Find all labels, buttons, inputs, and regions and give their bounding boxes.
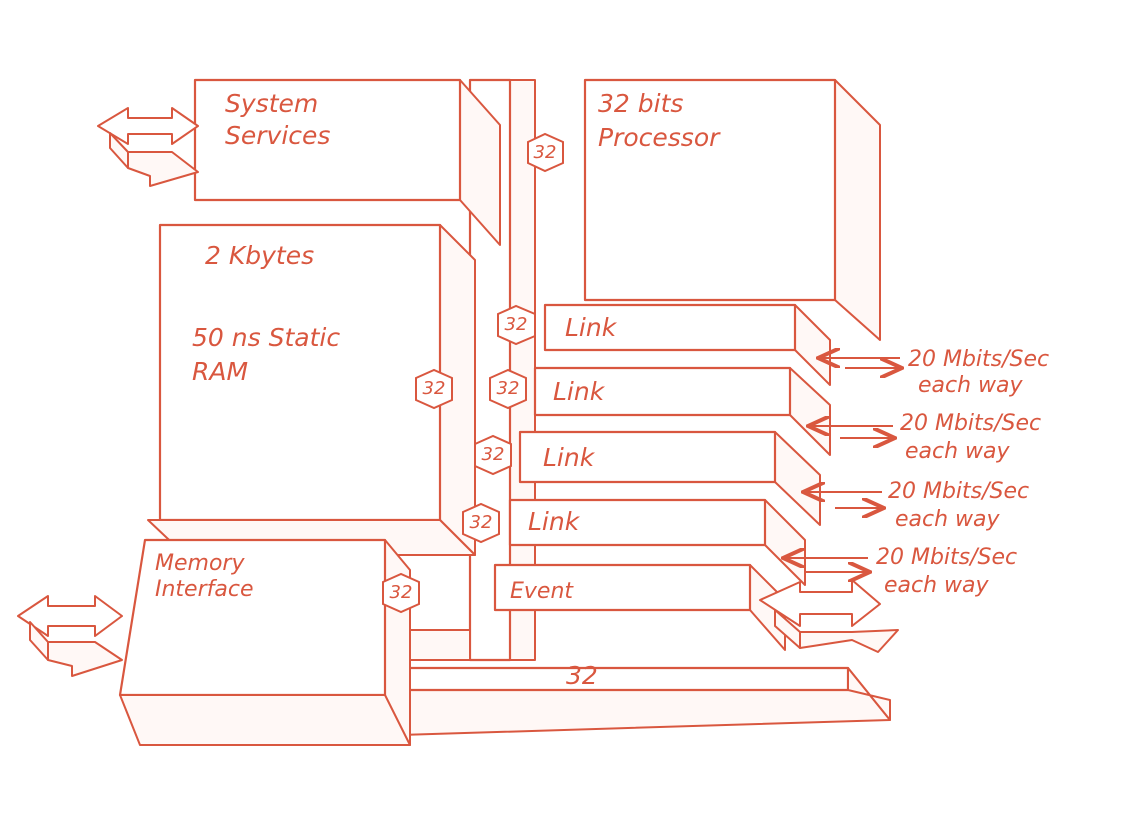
link-block-1: Link [543,303,831,386]
link-label-4: Link [528,507,581,536]
double-arrow-icon [17,595,123,677]
bus-width-marker: 32 [489,368,527,410]
link-direction-label: each way [895,507,1001,532]
link-direction-label: each way [905,439,1011,464]
bus-width-marker: 32 [474,434,512,476]
double-arrow-icon [759,579,899,653]
bus-width-marker: 32 [527,132,564,173]
bus-width-label: 32 [390,582,413,603]
link-rate-label: 20 Mbits/Sec [908,347,1049,372]
bus-width-label: 32 [505,314,528,335]
link-label-2: Link [553,377,606,406]
link-rate-label: 20 Mbits/Sec [900,411,1041,436]
bus-width-label: 32 [470,512,493,533]
system-services-block: System Services [193,78,501,246]
system-services-label-2: Services [225,121,330,150]
bus-width-marker: 32 [415,368,453,410]
processor-label-2: Processor [598,123,721,152]
link-label-3: Link [543,443,596,472]
ram-label-3: RAM [192,357,248,386]
ram-block: 2 Kbytes 50 ns Static RAM [147,223,476,556]
processor-block: 32 bits Processor [583,78,881,341]
link-rate-annotation-2: 20 Mbits/Sec each way [810,411,1041,464]
memory-interface-label-1: Memory [155,551,245,576]
bus-width-label: 32 [534,142,557,163]
ram-label-2: 50 ns Static [192,323,340,352]
bus-width-label: 32 [482,444,505,465]
system-services-label-1: System [225,89,318,118]
link-rate-label: 20 Mbits/Sec [876,545,1017,570]
bus-width-label: 32 [423,378,446,399]
event-block: Event [493,563,786,651]
bus-width-marker: 32 [497,304,536,346]
link-rate-label: 20 Mbits/Sec [888,479,1029,504]
double-arrow-icon [97,107,199,187]
memory-interface-label-2: Interface [155,577,254,602]
ram-label-1: 2 Kbytes [205,241,314,270]
bus-width-marker: 32 [462,502,500,544]
link-rate-annotation-1: 20 Mbits/Sec each way [820,347,1049,398]
bus-width-marker: 32 [382,572,420,614]
bus-width-markers: 32 32 32 32 32 32 32 32 [382,132,598,690]
processor-label-1: 32 bits [598,89,683,118]
memory-interface-block: Memory Interface [118,538,411,746]
event-label: Event [510,579,574,604]
bottom-bus [363,666,891,736]
link-direction-label: each way [918,373,1024,398]
bottom-bus-width-label: 32 [566,661,598,690]
link-direction-label: each way [884,573,990,598]
bus-width-label: 32 [497,378,520,399]
link-rate-annotation-3: 20 Mbits/Sec each way [805,479,1029,532]
link-label-1: Link [565,313,618,342]
link-rate-annotation-4: 20 Mbits/Sec each way [785,545,1017,598]
